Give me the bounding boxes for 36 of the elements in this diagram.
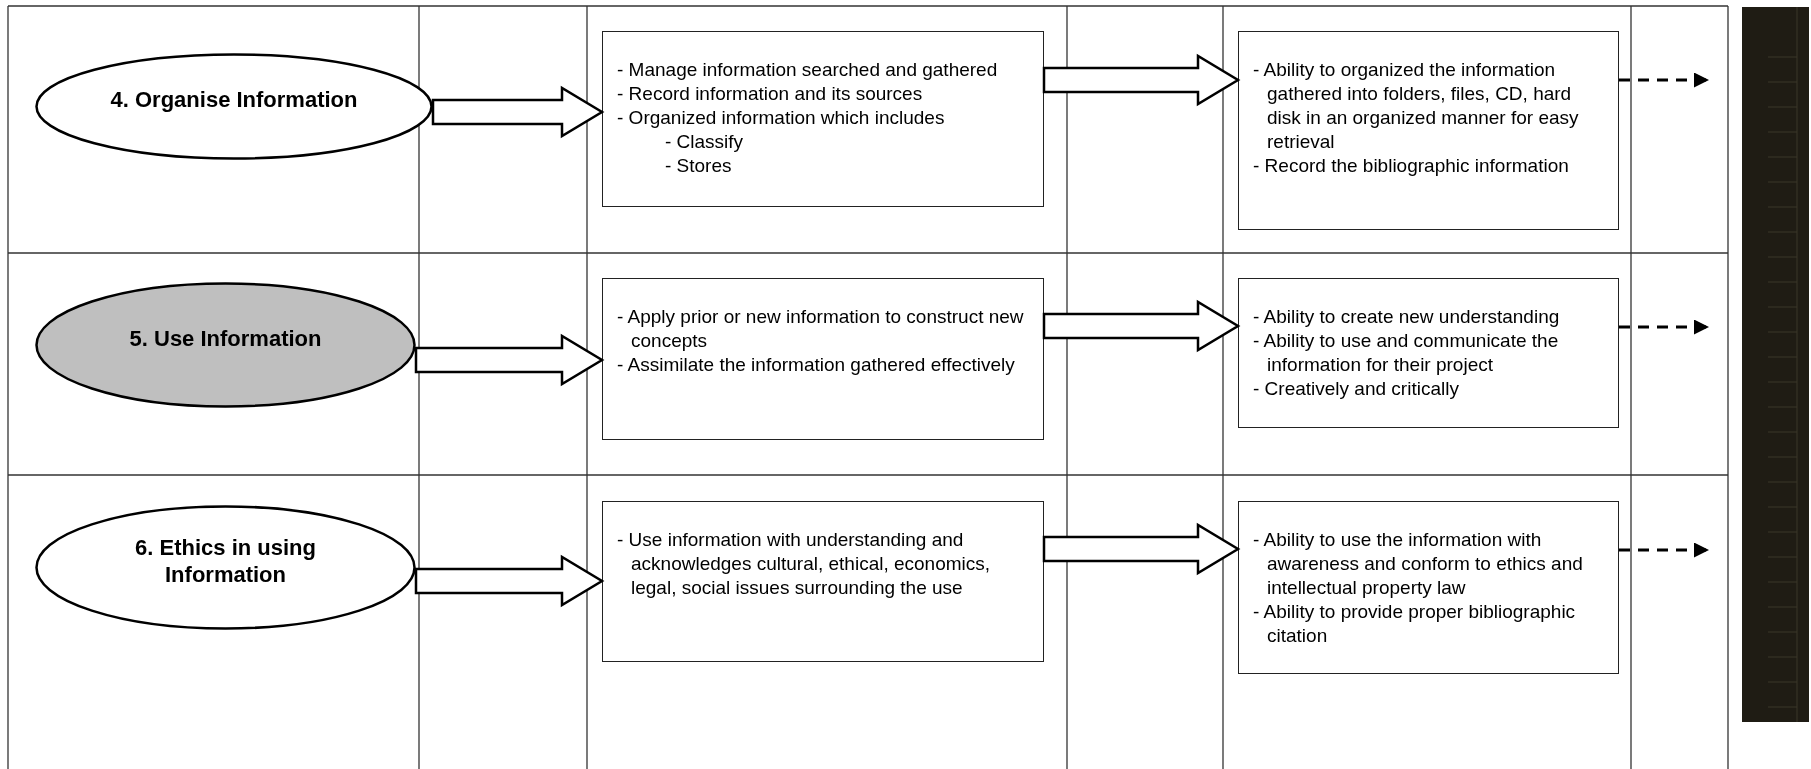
bullet-text: - Ability to organized the information gathered into folders, files, CD, hard disk in an organized manner for easy retrieval: [1253, 58, 1580, 154]
text-box: [602, 31, 1044, 207]
bullet-text: - Ability to use and communicate the information for their project: [1253, 329, 1560, 377]
dashed-arrow: [1619, 542, 1709, 558]
step-title: 5. Use Information: [129, 324, 322, 352]
dashed-arrow: [1619, 319, 1709, 335]
step-ellipse: [35, 53, 433, 160]
bullet-text: - Ability to create new understanding: [1253, 305, 1561, 329]
bullet-text: - Stores: [665, 154, 733, 178]
block-arrow: [414, 554, 605, 608]
bullet-text: - Organized information which includes: [617, 106, 946, 130]
text-box: [602, 278, 1044, 440]
bullet-text: - Record the bibliographic information: [1253, 154, 1570, 178]
step-title: 6. Ethics in using Information: [134, 533, 317, 588]
step-ellipse: [35, 505, 416, 630]
bullet-text: - Assimilate the information gathered effectively: [617, 353, 1016, 377]
text-box: [1238, 31, 1619, 230]
text-box: [1238, 501, 1619, 674]
block-arrow: [414, 333, 605, 387]
bullet-text: - Ability to use the information with awareness and conform to ethics and intellectual property law: [1253, 528, 1584, 600]
text-box: [1238, 278, 1619, 428]
block-arrow: [1042, 299, 1241, 353]
block-arrow: [1042, 53, 1241, 107]
bullet-text: - Record information and its sources: [617, 82, 924, 106]
bullet-text: - Apply prior or new information to construct new concepts: [617, 305, 1025, 353]
step-title: 4. Organise Information: [110, 86, 358, 113]
bullet-text: - Ability to provide proper bibliographic citation: [1253, 600, 1577, 648]
block-arrow: [431, 85, 605, 139]
dashed-arrow: [1619, 72, 1709, 88]
step-ellipse: [35, 282, 416, 408]
bullet-text: - Manage information searched and gathered: [617, 58, 999, 82]
bullet-text: - Classify: [665, 130, 745, 154]
block-arrow: [1042, 522, 1241, 576]
text-box: [602, 501, 1044, 662]
bullet-text: - Creatively and critically: [1253, 377, 1460, 401]
bullet-text: - Use information with understanding and acknowledges cultural, ethical, economics, legal, social issues surrounding the use: [617, 528, 992, 600]
